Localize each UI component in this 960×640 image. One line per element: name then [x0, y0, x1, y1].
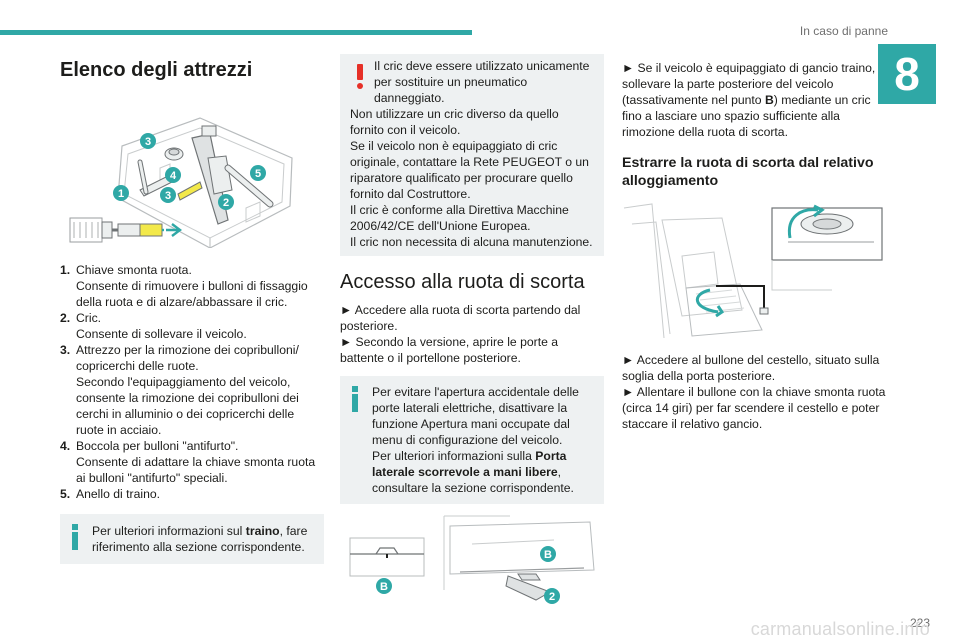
item-description: Secondo l'equipaggiamento del veicolo, c… [76, 375, 299, 437]
header-accent-bar [0, 30, 472, 35]
warning-text: Se il veicolo non è equipaggiato di cric… [350, 139, 589, 201]
column-1: Elenco degli attrezzi [60, 50, 324, 564]
callout-group [113, 133, 266, 210]
info-box-towing: Per ulteriori informazioni sul traino, f… [60, 514, 324, 564]
item-description: Consente di adattare la chiave smonta ru… [76, 455, 316, 485]
callout-label: 5 [254, 168, 262, 180]
item-label: Attrezzo per la rimozione dei copribullo… [76, 343, 299, 373]
step-text: ) mediante un cric fino a lasciare uno s… [622, 93, 871, 139]
site-watermark: carmanualsonline.info [750, 619, 930, 639]
item-label: Boccola per bulloni "antifurto". [76, 439, 239, 453]
item-number: 5. [60, 487, 71, 501]
info-text: Per evitare l'apertura accidentale delle… [372, 385, 579, 447]
info-text: , consultare la sezione corrispondente. [372, 465, 574, 495]
callout-label: 3 [164, 190, 172, 202]
jack-point-illustration: B B 2 [340, 514, 604, 606]
spare-wheel-illustration [622, 200, 884, 340]
tool-kit-drawing [69, 117, 293, 249]
info-link-term: Porta laterale scorrevole a mani libere [372, 449, 567, 479]
tools-list-title: Elenco degli attrezzi [60, 59, 253, 81]
instruction-step: ► Secondo la versione, aprire le porte a… [340, 335, 559, 365]
callout-label: 1 [117, 188, 125, 200]
tools-illustration: 1 2 3 3 4 5 [60, 98, 322, 249]
warning-text: Il cric deve essere utilizzato unicament… [374, 59, 590, 105]
warning-text: Il cric non necessita di alcuna manutenz… [350, 235, 593, 249]
callout-label: B [544, 549, 552, 561]
instruction-step: ► Accedere alla ruota di scorta partendo… [340, 303, 581, 333]
instruction-step: ► Accedere al bullone del cestello, situ… [622, 353, 880, 383]
warning-text: Non utilizzare un cric diverso da quello… [350, 107, 559, 137]
info-icon [350, 386, 360, 412]
item-number: 2. [60, 311, 71, 325]
column-2: Il cric deve essere utilizzato unicament… [340, 54, 604, 606]
warning-text: Il cric è conforme alla Direttiva Macchi… [350, 203, 569, 233]
list-item: 3. Attrezzo per la rimozione dei copribu… [60, 342, 324, 438]
callout-label: 2 [548, 591, 556, 603]
item-number: 3. [60, 343, 71, 357]
step-text: ► Se il veicolo è equipaggiato di gancio… [622, 61, 876, 107]
column-3: ► Se il veicolo è equipaggiato di gancio… [622, 60, 886, 432]
instruction-step: ► Allentare il bullone con la chiave smo… [622, 385, 886, 431]
jacking-point-drawing [349, 515, 595, 604]
remove-spare-wheel-title: Estrarre la ruota di scorta dal relativo… [622, 155, 874, 189]
list-item: 2. Cric. Consente di sollevare il veicolo… [60, 310, 324, 342]
tools-list: 1. Chiave smonta ruota. Consente di rimuo… [60, 262, 324, 502]
info-text: , fare riferimento alla sezione corrispo… [92, 524, 308, 554]
warning-box-jack: Il cric deve essere utilizzato unicament… [340, 54, 604, 256]
callout-label: B [380, 581, 388, 593]
item-label: Anello di traino. [76, 487, 161, 501]
item-description: Consente di rimuovere i bulloni di fissa… [76, 279, 308, 309]
item-number: 4. [60, 439, 71, 453]
warning-icon [356, 64, 364, 92]
list-item: 1. Chiave smonta ruota. Consente di rimuo… [60, 262, 324, 310]
chapter-number: 8 [878, 44, 936, 104]
item-number: 1. [60, 263, 71, 277]
page-number: 223 [909, 616, 930, 630]
list-item: 4. Boccola per bulloni "antifurto". Conse… [60, 438, 324, 486]
item-label: Cric. [76, 311, 102, 325]
item-label: Chiave smonta ruota. [76, 263, 192, 277]
info-link-term: traino [245, 524, 280, 538]
callout-label: 4 [169, 170, 177, 182]
info-box-sliding-door: Per evitare l'apertura accidentale delle… [340, 376, 604, 504]
info-text: Per ulteriori informazioni sul [92, 524, 246, 538]
list-item: 5. Anello di traino. [60, 486, 324, 502]
spare-wheel-access-title: Accesso alla ruota di scorta [340, 271, 585, 293]
basket-bolt-drawing [623, 203, 883, 339]
info-text: Per ulteriori informazioni sulla [372, 449, 536, 463]
instruction-step: ► Se il veicolo è equipaggiato di gancio… [622, 60, 886, 140]
callout-label: 3 [144, 136, 152, 148]
item-description: Consente di sollevare il veicolo. [76, 327, 247, 341]
section-title: In caso di panne [799, 24, 888, 38]
callout-label: 2 [222, 197, 230, 209]
step-point-label: B [764, 93, 774, 107]
info-icon [70, 524, 80, 550]
